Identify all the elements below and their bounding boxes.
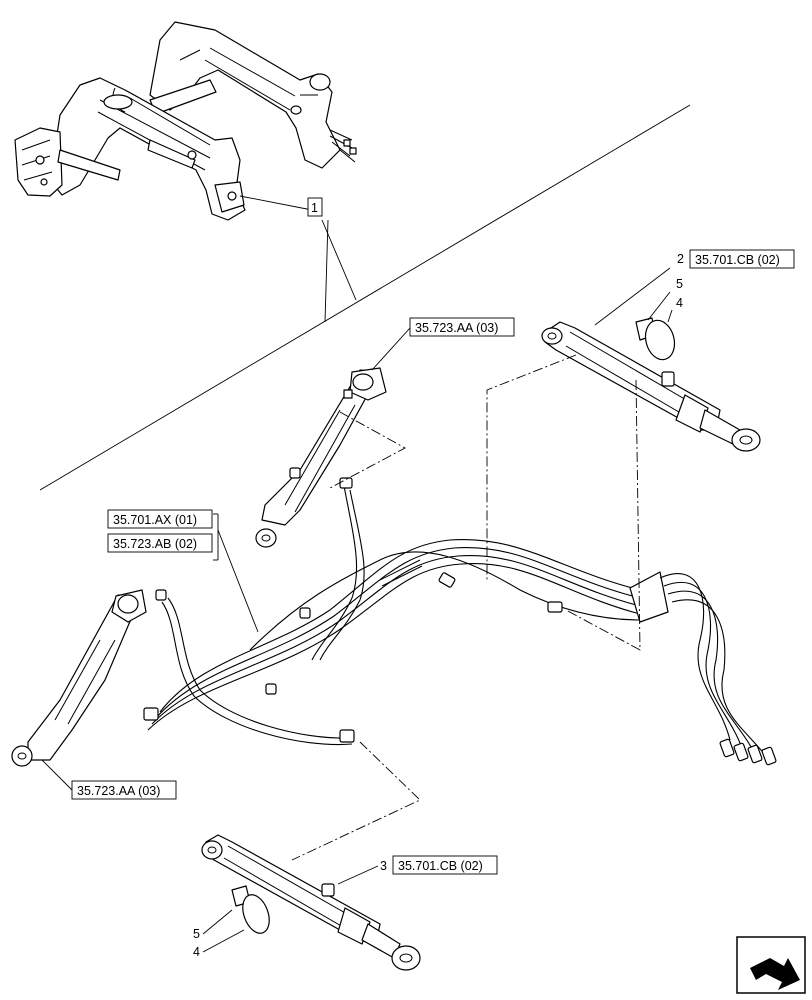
- alignment-lines: [291, 354, 641, 861]
- ref-box-ax[interactable]: [107, 509, 213, 529]
- ref-label-aa-bottom: 35.723.AA (03): [77, 784, 160, 798]
- cylinder-top-right: [541, 317, 761, 452]
- callout-1-box[interactable]: [307, 197, 323, 217]
- ref-label-ax: 35.701.AX (01): [113, 513, 197, 527]
- hose-harness: [143, 477, 777, 766]
- loader-frame-illustration: [14, 21, 357, 221]
- ref-box-ab[interactable]: [107, 533, 213, 553]
- callout-3-number: 3: [380, 859, 387, 873]
- ref-box-aa-bottom[interactable]: [71, 780, 177, 800]
- ref-box-cb-top[interactable]: [689, 249, 795, 269]
- callout-2-number: 2: [677, 252, 684, 266]
- callout-5-bottom-number: 5: [193, 927, 200, 941]
- callout-1-number: 1: [311, 201, 318, 215]
- ref-label-ab: 35.723.AB (02): [113, 537, 197, 551]
- ref-label-cb-bottom: 35.701.CB (02): [398, 859, 483, 873]
- ref-group-ax-ab: [213, 513, 259, 633]
- ref-label-aa-top: 35.723.AA (03): [415, 321, 498, 335]
- callout-4-bottom-number: 4: [193, 945, 200, 959]
- cylinder-bottom: [201, 834, 421, 971]
- next-page-arrow-icon[interactable]: [736, 936, 806, 994]
- callout-4-top-number: 4: [676, 296, 683, 310]
- ref-label-cb-top: 35.701.CB (02): [695, 253, 780, 267]
- tilt-cylinder-lower: [11, 589, 167, 767]
- tilt-cylinder-upper: [255, 367, 387, 548]
- ref-box-aa-top[interactable]: [409, 317, 515, 337]
- callout-1-leaders: [39, 104, 691, 491]
- ref-box-cb-bottom[interactable]: [392, 855, 498, 875]
- callout-5-top-number: 5: [676, 277, 683, 291]
